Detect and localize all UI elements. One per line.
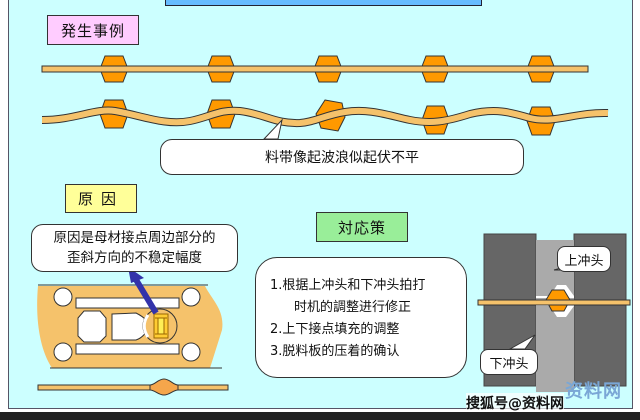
countermeasure-callout: 1.根据上冲头和下冲头拍打 时机的調整进行修正 2.上下接点填充的调整 3.脱料… xyxy=(255,257,467,378)
title-bar xyxy=(165,0,482,6)
cause-callout: 原因是母材接点周边部分的 歪斜方向的不稳定幅度 xyxy=(31,224,238,272)
counter-item-2: 2.上下接点填充的调整 xyxy=(270,322,400,337)
watermark-logo: 资料网 xyxy=(565,381,622,402)
cause-callout-line1: 原因是母材接点周边部分的 xyxy=(53,230,216,246)
cause-callout-line2: 歪斜方向的不稳定幅度 xyxy=(67,250,202,266)
occurrence-label: 発生事例 xyxy=(47,15,139,45)
watermark-text: 搜狐号@资料网 xyxy=(466,393,564,413)
upper-punch-callout: 上冲头 xyxy=(557,246,611,272)
counter-item-1-cont: 时机的調整进行修正 xyxy=(294,300,412,315)
countermeasure-label: 対応策 xyxy=(316,212,408,242)
counter-item-1: 1.根据上冲头和下冲头拍打 xyxy=(270,278,426,293)
counter-item-3: 3.脱料板的压着的确认 xyxy=(270,344,400,359)
cause-label: 原因 xyxy=(65,184,137,213)
lower-punch-callout: 下冲头 xyxy=(480,349,538,375)
upper-punch-label: 上冲头 xyxy=(564,253,604,269)
strip-plan-view xyxy=(37,284,223,369)
wavy-strip xyxy=(41,99,609,136)
wave-callout: 料带像起波浪似起伏不平 xyxy=(160,139,524,175)
bottom-strip xyxy=(0,412,640,420)
side-strip xyxy=(37,378,229,396)
lower-punch-label: 下冲头 xyxy=(489,356,529,372)
wave-callout-text: 料带像起波浪似起伏不平 xyxy=(265,150,419,166)
flat-strip xyxy=(41,55,589,83)
